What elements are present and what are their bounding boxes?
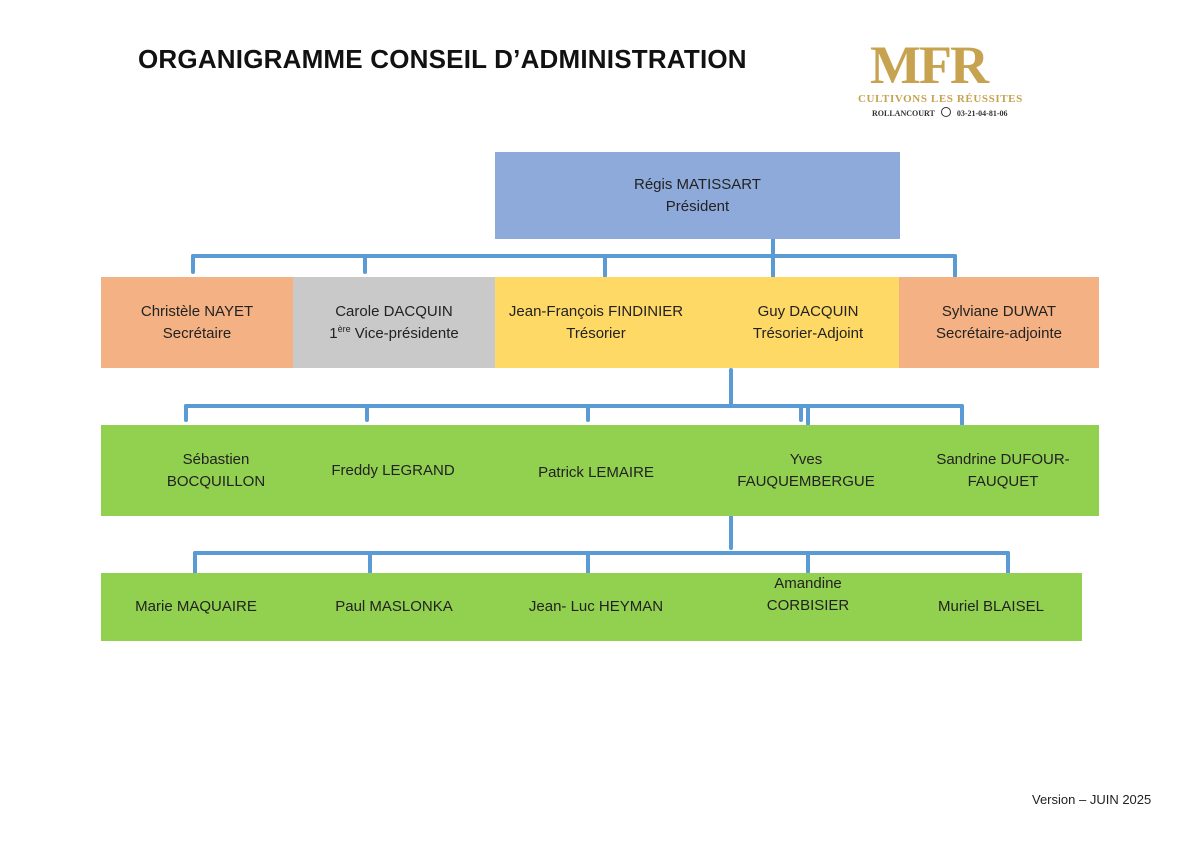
officer-box-vice-president: Carole DACQUIN 1ère Vice-présidente [293,277,495,368]
treasurer-band [495,277,899,368]
president-role: Président [665,197,730,215]
officer-box-deputy-secretary: Sylviane DUWAT Secrétaire-adjointe [899,277,1099,368]
officer-box-secretary: Christèle NAYET Secrétaire [101,277,293,368]
members-row-1: Sébastien BOCQUILLON Freddy LEGRAND Patr… [101,425,1099,516]
logo-tagline: CULTIVONS LES RÉUSSITES [858,93,1023,105]
member-cell: Patrick LEMAIRE [538,464,654,481]
officer-box-treasurer: Jean-François FINDINIER Trésorier [495,277,697,368]
president-name: Régis MATISSART [634,175,761,193]
member-cell: Jean- Luc HEYMAN [528,598,664,615]
officer-role: Trésorier [566,324,626,342]
logo-contact: ROLLANCOURT 03-21-04-81-06 [872,107,1008,118]
officer-name: Guy DACQUIN [757,302,859,320]
member-cell: Sébastien BOCQUILLON [166,451,266,490]
mfr-logo: MFR CULTIVONS LES RÉUSSITES ROLLANCOURT 0… [856,38,1036,120]
officer-box-deputy-treasurer: Guy DACQUIN Trésorier-Adjoint [707,277,909,368]
officer-role: Trésorier-Adjoint [752,324,864,342]
member-cell: Sandrine DUFOUR- FAUQUET [936,451,1070,490]
officer-name: Carole DACQUIN [335,302,453,320]
member-cell: Muriel BLAISEL [938,598,1044,615]
person-figure-icon [985,43,1003,66]
officer-name: Christèle NAYET [140,302,254,320]
logo-phone: 03-21-04-81-06 [956,109,1008,118]
president-box: Régis MATISSART Président [495,152,900,239]
page-title: ORGANIGRAMME CONSEIL D’ADMINISTRATION [138,44,747,74]
officer-name: Jean-François FINDINIER [508,302,684,320]
officer-name: Sylviane DUWAT [941,302,1057,320]
member-cell: Amandine CORBISIER [766,575,850,614]
phone-icon [940,107,951,117]
officer-role: 1ère Vice-présidente [329,323,459,342]
officer-role: Secrétaire-adjointe [936,324,1062,342]
officer-role: Secrétaire [162,324,232,342]
members-row-2: Marie MAQUAIRE Paul MASLONKA Jean- Luc H… [101,573,1082,641]
logo-mark: MFR [870,35,989,95]
logo-location: ROLLANCOURT [872,109,935,118]
member-cell: Yves FAUQUEMBERGUE [737,451,875,490]
member-cell: Marie MAQUAIRE [135,598,257,615]
member-cell: Paul MASLONKA [335,598,453,615]
member-cell: Freddy LEGRAND [331,462,455,479]
version-label: Version – JUIN 2025 [1032,792,1152,807]
